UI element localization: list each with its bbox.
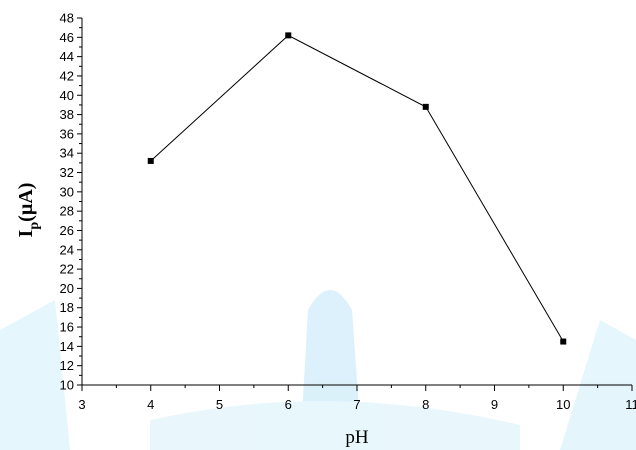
y-tick-label: 16 [60, 320, 74, 335]
y-tick-label: 40 [60, 88, 74, 103]
data-point [285, 32, 292, 39]
x-tick-label: 5 [216, 397, 223, 412]
y-tick-label: 38 [60, 107, 74, 122]
y-tick-label: 24 [60, 242, 74, 257]
x-ticks: 3 4 5 6 7 8 9 10 11 [78, 385, 636, 412]
y-axis-title-subscript: p [27, 222, 42, 230]
x-tick-label: 11 [625, 397, 636, 412]
data-line [150, 34, 564, 342]
y-tick-label: 14 [60, 339, 74, 354]
y-axis-title-unit: (µA) [15, 183, 37, 222]
x-tick-label: 6 [285, 397, 292, 412]
x-tick-label: 9 [491, 397, 498, 412]
y-tick-label: 12 [60, 358, 74, 373]
series-markers [147, 32, 567, 345]
y-tick-label: 34 [60, 146, 74, 161]
y-tick-label: 46 [60, 30, 74, 45]
y-tick-label: 10 [60, 378, 74, 393]
y-axis-title: Ip(µA) [15, 183, 42, 238]
y-tick-label: 42 [60, 68, 74, 83]
data-point [147, 157, 154, 164]
x-tick-label: 3 [78, 397, 85, 412]
x-tick-label: 7 [353, 397, 360, 412]
x-axis-title: pH [345, 427, 369, 448]
watermark-bottom-swoosh [150, 401, 520, 450]
y-tick-label: 26 [60, 223, 74, 238]
y-tick-label: 30 [60, 184, 74, 199]
y-tick-label: 36 [60, 126, 74, 141]
y-ticks: 10 12 14 16 18 20 22 24 26 28 30 32 34 36 38 40 42 44 46 48 [60, 11, 82, 393]
y-tick-label: 22 [60, 262, 74, 277]
data-point [560, 338, 567, 345]
y-tick-label: 32 [60, 165, 74, 180]
y-axis-title-main: I [15, 229, 37, 237]
data-point [422, 103, 429, 110]
watermark-graphic [0, 290, 636, 450]
y-tick-label: 28 [60, 204, 74, 219]
x-tick-label: 4 [147, 397, 154, 412]
watermark-left-shape [0, 300, 70, 450]
y-tick-label: 44 [60, 49, 74, 64]
series-line [150, 34, 564, 342]
x-tick-label: 10 [556, 397, 570, 412]
y-tick-label: 20 [60, 281, 74, 296]
x-tick-label: 8 [422, 397, 429, 412]
y-tick-label: 18 [60, 300, 74, 315]
y-tick-label: 48 [60, 11, 74, 26]
